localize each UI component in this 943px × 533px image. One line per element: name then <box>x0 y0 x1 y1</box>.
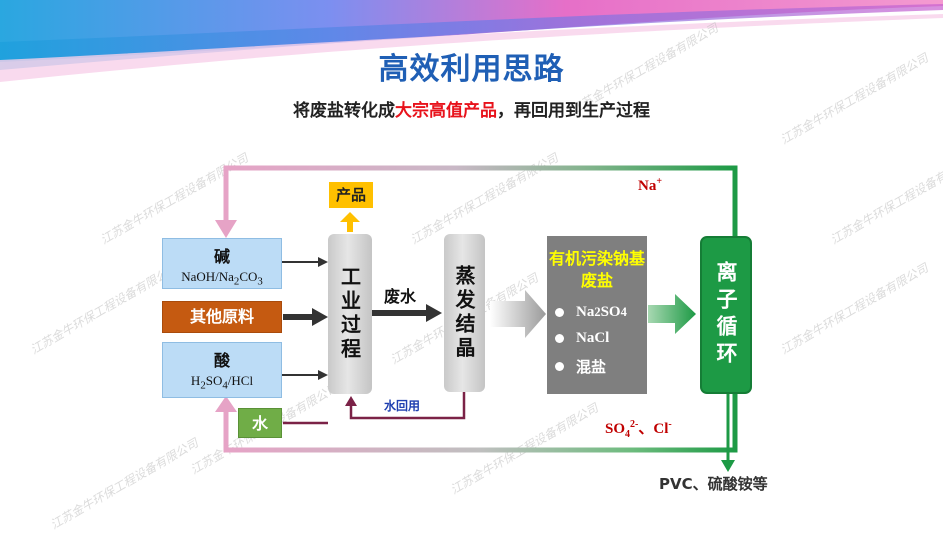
page-title: 高效利用思路 <box>378 52 565 87</box>
water-reuse-label: 水回用 <box>384 399 421 413</box>
top-return-arrowhead <box>215 220 237 238</box>
materials-arrow <box>312 308 328 326</box>
bullet-icon <box>555 308 564 317</box>
output-products-label: PVC、硫酸铵等 <box>659 475 768 493</box>
acid-arrow <box>318 370 328 380</box>
subtitle-prefix: 将废盐转化成 <box>293 101 395 121</box>
alkali-box: 碱 NaOH/Na2CO3 <box>162 238 282 289</box>
water-reuse-arrowhead <box>345 396 357 406</box>
evaporation-box: 蒸发结晶 <box>444 234 485 392</box>
water-box: 水 <box>238 408 282 438</box>
anion-label: SO42-、Cl- <box>605 419 672 440</box>
product-box: 产品 <box>329 182 373 208</box>
list-item: NaCl <box>555 330 647 347</box>
waste-salt-heading: 有机污染钠基废盐 <box>548 249 645 290</box>
waste-water-arrow <box>426 304 442 322</box>
alkali-formula: NaOH/Na2CO3 <box>181 269 263 288</box>
acid-box: 酸 H2SO4/HCl <box>162 342 282 398</box>
bottom-return-line <box>223 394 738 453</box>
page-subtitle: 将废盐转化成大宗高值产品，再回用到生产过程 <box>0 96 943 121</box>
ion-cycle-box: 离子循环 <box>700 236 752 394</box>
bullet-icon <box>555 362 564 371</box>
acid-title: 酸 <box>213 351 230 370</box>
industrial-process-box: 工业过程 <box>328 234 372 394</box>
subtitle-suffix: ，再回用到生产过程 <box>497 101 650 121</box>
output-arrowhead <box>721 460 735 472</box>
top-return-line <box>223 165 738 236</box>
alkali-title: 碱 <box>213 247 230 266</box>
product-arrow <box>340 212 360 232</box>
header-banner <box>0 0 943 82</box>
subtitle-highlight: 大宗高值产品 <box>395 101 497 121</box>
salt-flow-arrow <box>490 290 546 338</box>
other-materials-box: 其他原料 <box>162 301 282 333</box>
waste-water-label: 废水 <box>384 287 417 306</box>
acid-formula: H2SO4/HCl <box>190 373 254 392</box>
water-reuse-line <box>349 392 466 420</box>
list-item: 混盐 <box>555 356 647 377</box>
ion-feed-arrow <box>648 294 696 334</box>
alkali-arrow <box>318 257 328 267</box>
bottom-return-arrowhead <box>215 396 237 412</box>
sodium-ion-label: Na+ <box>638 176 663 194</box>
bullet-icon <box>555 334 564 343</box>
